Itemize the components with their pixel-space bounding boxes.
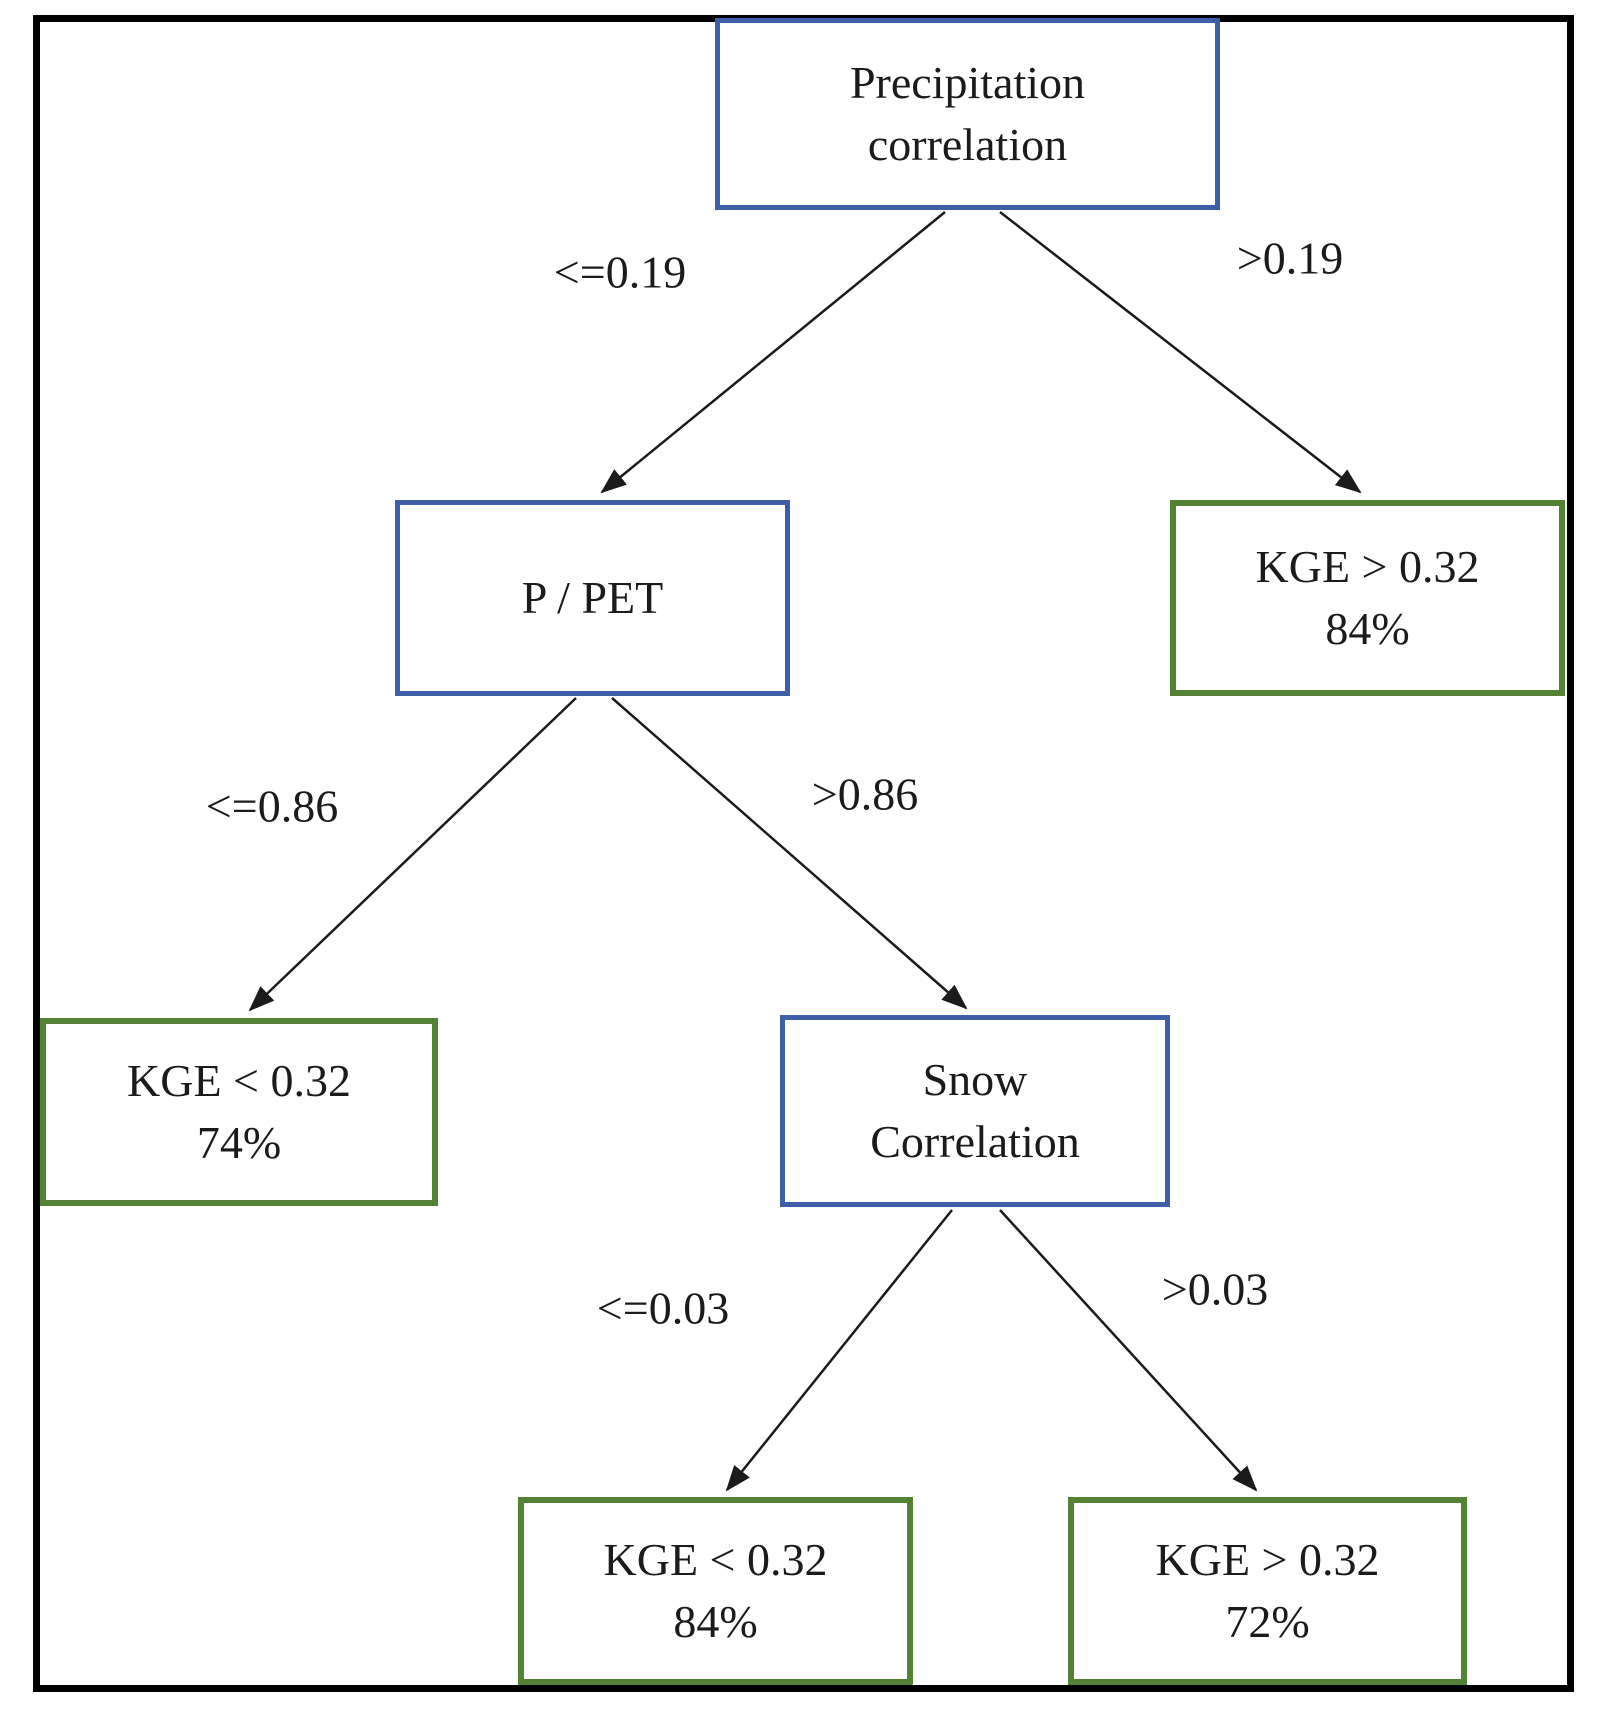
leaf-kge-gt-032-72pct: KGE > 0.32 72% bbox=[1068, 1497, 1467, 1685]
edge-label-le-003: <=0.03 bbox=[596, 1282, 730, 1334]
leaf-kge-lt-032-74pct: KGE < 0.32 74% bbox=[40, 1018, 438, 1206]
node-snow-correlation: Snow Correlation bbox=[780, 1015, 1170, 1207]
arrow-root-to-ppet bbox=[600, 211, 946, 494]
node-precipitation-correlation: Precipitation correlation bbox=[715, 18, 1220, 210]
arrow-root-to-kge-gt-84 bbox=[999, 211, 1362, 494]
leaf-kge-lt-032-84pct-bottom: KGE < 0.32 84% bbox=[518, 1497, 913, 1685]
leaf-kge-gt-032-84pct: KGE > 0.32 84% bbox=[1170, 500, 1565, 696]
arrow-snow-to-kge-lt-84 bbox=[725, 1209, 953, 1492]
edge-label-le-086: <=0.86 bbox=[205, 780, 339, 832]
arrow-ppet-to-snow bbox=[611, 697, 968, 1010]
edge-label-gt-019: >0.19 bbox=[1236, 232, 1344, 284]
edge-label-gt-086: >0.86 bbox=[811, 768, 919, 820]
arrow-ppet-to-kge-lt-74 bbox=[248, 697, 577, 1012]
edge-label-gt-003: >0.03 bbox=[1161, 1263, 1269, 1315]
edge-label-le-019: <=0.19 bbox=[553, 246, 687, 298]
node-p-pet: P / PET bbox=[395, 500, 790, 696]
arrow-snow-to-kge-gt-72 bbox=[999, 1209, 1258, 1492]
